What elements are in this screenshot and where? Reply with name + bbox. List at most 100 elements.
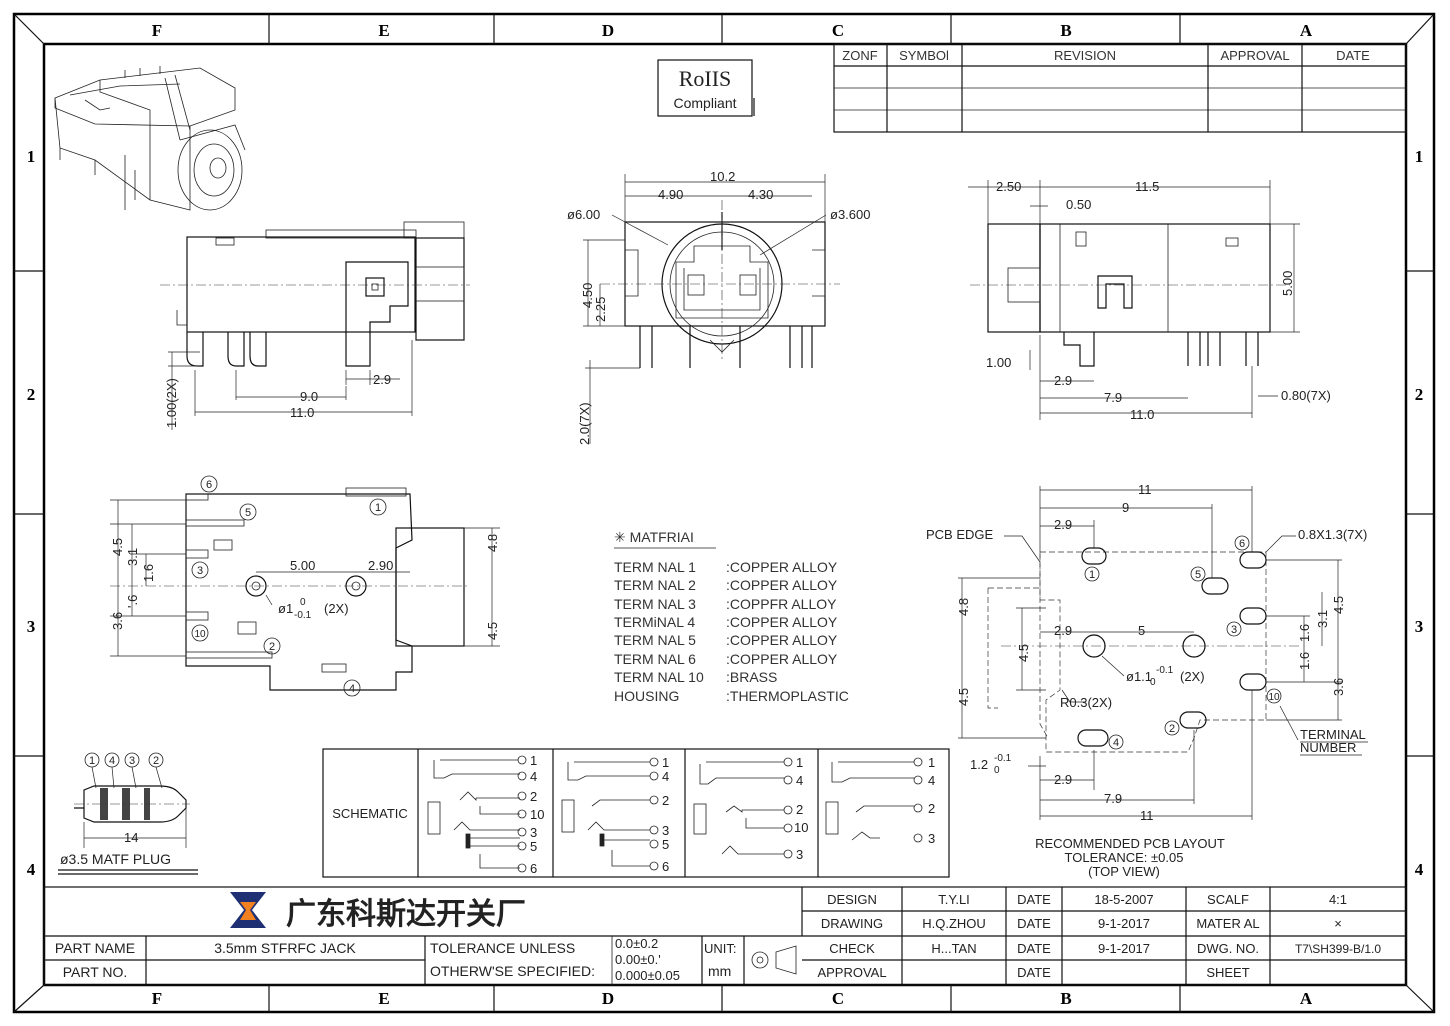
pcb-dim-11b: 11 (1140, 808, 1154, 823)
dim-bottom-hole-tol-dn: -0.1 (294, 610, 312, 621)
pcb-hole-count: (2X) (1180, 669, 1205, 684)
pcb-d12-tol-up: -0.1 (994, 753, 1012, 764)
tb-date-label: DATE (1017, 965, 1051, 980)
pcb-dim-1-6a: 1.6 (1297, 624, 1312, 642)
zone-col-top: A (1300, 21, 1313, 40)
pcb-terminal: 2 (1169, 723, 1175, 735)
dim-front-4-50: 4.50 (580, 283, 595, 308)
rohs-title: RoIIS (679, 66, 732, 91)
schematic-p4-pin: 2 (928, 801, 935, 816)
material-name: TERM NAL 1 (614, 559, 696, 575)
pcb-dim-3-6: 3.6 (1331, 678, 1346, 696)
dim-top-5-00: 5.00 (1280, 271, 1295, 296)
dim-front-4-30: 4.30 (748, 187, 773, 202)
unit-value: mm (708, 963, 731, 979)
schematic-p1-pin: 5 (530, 839, 537, 854)
material-name: TERM NAL 3 (614, 596, 696, 612)
schematic-p1-pin: 3 (530, 825, 537, 840)
schematic-p2-pin: 1 (662, 755, 669, 770)
tb-label-approval: APPROVAL (817, 965, 886, 980)
schematic-p2-pin: 5 (662, 837, 669, 852)
pcb-dim-4-5a: 4.5 (1016, 644, 1031, 662)
dim-top-2-50: 2.50 (996, 179, 1021, 194)
tolerance-line1: TOLERANCE UNLESS (430, 940, 575, 956)
pcb-dim-11: 11 (1138, 482, 1152, 497)
bottom-terminal: 2 (269, 641, 275, 653)
schematic-p1-pin: 10 (530, 807, 544, 822)
dim-top-0-50: 0.50 (1066, 197, 1091, 212)
dim-bottom-hole: ø1 (278, 601, 293, 616)
schematic-block: SCHEMATIC 1 4 2 10 3 5 6 (322, 748, 950, 878)
zone-col-bottom: A (1300, 989, 1313, 1008)
material-name: TERM NAL 5 (614, 632, 696, 648)
schematic-p1-pin: 6 (530, 861, 537, 876)
revision-table: ZONF SYMBOl REVISION APPROVAL DATE (833, 43, 1407, 133)
pcb-edge-label: PCB EDGE (926, 527, 994, 542)
plug-label: 4 (109, 755, 115, 767)
zone-col-top: E (378, 21, 389, 40)
zone-col-top: D (602, 21, 614, 40)
tb-name-check: H...TAN (931, 941, 976, 956)
material-value: :COPPER ALLOY (726, 632, 838, 648)
bottom-terminal: 10 (194, 629, 206, 640)
bottom-terminal: 5 (245, 507, 251, 519)
side-view: 1.00(2X) 2.9 9.0 11.0 (160, 221, 470, 430)
pcb-caption-view: (TOP VIEW) (1088, 864, 1160, 879)
plug-caption: ø3.5 MATF PLUG (60, 851, 171, 867)
material-value: :COPPER ALLOY (726, 614, 838, 630)
dim-top-pin: 0.80(7X) (1281, 388, 1331, 403)
rev-header-date: DATE (1336, 48, 1370, 63)
dim-bottom-1-6b: '.6 (125, 595, 140, 608)
material-value: :COPPER ALLOY (726, 559, 838, 575)
tb-material-value: × (1334, 916, 1342, 931)
zone-row-left: 1 (27, 147, 36, 166)
pcb-caption-title: RECOMMENDED PCB LAYOUT (1035, 836, 1225, 851)
dim-bottom-hole-tol-up: 0 (300, 597, 306, 608)
dim-bottom-5-00: 5.00 (290, 558, 315, 573)
pcb-terminal: 3 (1231, 624, 1237, 636)
dim-bottom-hole-count: (2X) (324, 601, 349, 616)
schematic-p3-pin: 4 (796, 773, 803, 788)
tb-date-drawing: 9-1-2017 (1098, 916, 1150, 931)
schematic-p1-pin: 2 (530, 789, 537, 804)
material-value: :COPPER ALLOY (726, 577, 838, 593)
pcb-layout: 1 5 6 3 10 2 4 PCB EDGE 0.8X1.3(7X) TERM… (926, 482, 1368, 879)
tb-label-drawing: DRAWING (821, 916, 883, 931)
zone-col-top: F (152, 21, 162, 40)
top-view: 2.50 11.5 0.50 5.00 1.00 2.9 7.9 11.0 0.… (968, 179, 1331, 422)
material-value: :COPPER ALLOY (726, 651, 838, 667)
drawing-frame (12, 12, 1436, 1014)
material-value: :COPPFR ALLOY (726, 596, 837, 612)
rohs-subtitle: Compliant (673, 95, 736, 111)
pcb-dim-4-8: 4.8 (956, 598, 971, 616)
zone-row-right: 3 (1415, 617, 1424, 636)
rohs-mark: RoIIS Compliant (657, 59, 755, 117)
plug-label: 3 (129, 755, 135, 767)
rev-header-approval: APPROVAL (1220, 48, 1289, 63)
part-name-value: 3.5mm STFRFC JACK (214, 940, 356, 956)
bottom-terminal: 6 (206, 479, 212, 491)
rev-header-symbol: SYMBOl (899, 48, 949, 63)
schematic-p2-pin: 3 (662, 823, 669, 838)
schematic-label: SCHEMATIC (332, 806, 408, 821)
material-name: TERMiNAL 4 (614, 614, 695, 630)
schematic-p3-pin: 3 (796, 847, 803, 862)
schematic-p2-pin: 4 (662, 769, 669, 784)
pcb-hole-tol-up: -0.1 (1156, 665, 1174, 676)
rev-header-revision: REVISION (1054, 48, 1116, 63)
company-name: 广东科斯达开关厂 (286, 897, 526, 932)
pcb-terminal: 10 (1268, 692, 1280, 703)
tb-scale-label: SCALF (1207, 892, 1249, 907)
schematic-p3-pin: 2 (796, 802, 803, 817)
tolerance-v2: 0.00±0.' (615, 952, 661, 967)
pcb-dim-9: 9 (1122, 500, 1129, 515)
pcb-pad-size: 0.8X1.3(7X) (1298, 527, 1367, 542)
pcb-dim-2-9b: 2.9 (1054, 623, 1072, 638)
dim-front-4-90: 4.90 (658, 187, 683, 202)
pcb-terminal: 5 (1195, 569, 1201, 581)
schematic-p1-pin: 1 (530, 753, 537, 768)
tb-date-check: 9-1-2017 (1098, 941, 1150, 956)
bottom-terminal: 3 (197, 565, 203, 577)
dim-bottom-4-5b: 4.5 (485, 622, 500, 640)
